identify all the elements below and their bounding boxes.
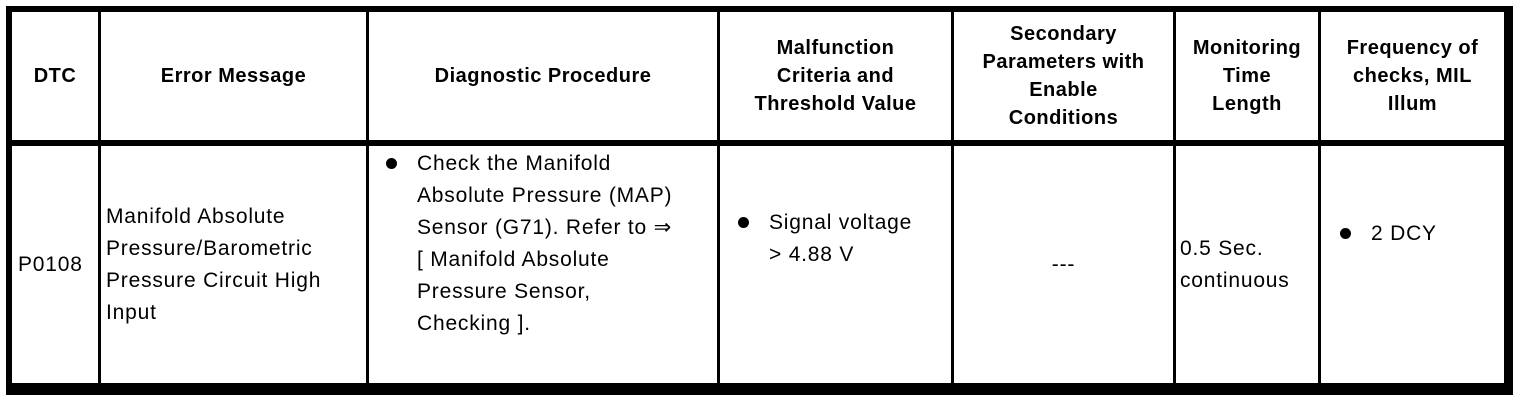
cell-error-message: Manifold Absolute Pressure/Barometric Pr… [101, 146, 369, 383]
frequency-mil-item: 2 DCY [1340, 218, 1500, 250]
header-malfunction-criteria: Malfunction Criteria and Threshold Value [720, 12, 954, 146]
bullet-icon [1340, 228, 1351, 239]
cell-frequency-mil: 2 DCY [1321, 146, 1504, 383]
cell-dtc-code: P0108 [12, 146, 101, 383]
header-monitoring-time-label: Monitoring Time Length [1192, 37, 1302, 115]
header-secondary-parameters: Secondary Parameters with Enable Conditi… [954, 12, 1176, 146]
header-frequency-mil-label: Frequency of checks, MIL Illum [1346, 37, 1479, 115]
bullet-icon [386, 158, 397, 169]
header-secondary-parameters-label: Secondary Parameters with Enable Conditi… [982, 23, 1145, 129]
malfunction-criteria-item: Signal voltage > 4.88 V [738, 207, 947, 271]
malfunction-criteria-text: Signal voltage > 4.88 V [769, 211, 913, 266]
dtc-table: DTC Error Message Diagnostic Procedure M… [6, 6, 1513, 395]
cell-diagnostic-procedure: Check the Manifold Absolute Pressure (MA… [369, 146, 720, 383]
frequency-mil-text: 2 DCY [1371, 222, 1437, 245]
cell-malfunction-criteria: Signal voltage > 4.88 V [720, 146, 954, 383]
dtc-code: P0108 [18, 252, 83, 276]
diagnostic-procedure-item: Check the Manifold Absolute Pressure (MA… [386, 148, 713, 340]
header-error-message: Error Message [101, 12, 369, 146]
error-message-text: Manifold Absolute Pressure/Barometric Pr… [106, 204, 322, 324]
header-monitoring-time: Monitoring Time Length [1176, 12, 1321, 146]
diagnostic-procedure-text: Check the Manifold Absolute Pressure (MA… [417, 152, 673, 335]
header-diagnostic-procedure: Diagnostic Procedure [369, 12, 720, 146]
cell-monitoring-time: 0.5 Sec. continuous [1176, 146, 1321, 383]
header-dtc-label: DTC [33, 65, 77, 87]
header-dtc: DTC [12, 12, 101, 146]
header-diagnostic-procedure-label: Diagnostic Procedure [434, 65, 652, 87]
secondary-parameters-text: --- [1051, 252, 1076, 276]
header-malfunction-criteria-label: Malfunction Criteria and Threshold Value [754, 37, 917, 115]
monitoring-time-text: 0.5 Sec. continuous [1180, 236, 1290, 292]
header-error-message-label: Error Message [160, 65, 307, 87]
cell-secondary-parameters: --- [954, 146, 1176, 383]
header-frequency-mil: Frequency of checks, MIL Illum [1321, 12, 1504, 146]
bullet-icon [738, 217, 749, 228]
